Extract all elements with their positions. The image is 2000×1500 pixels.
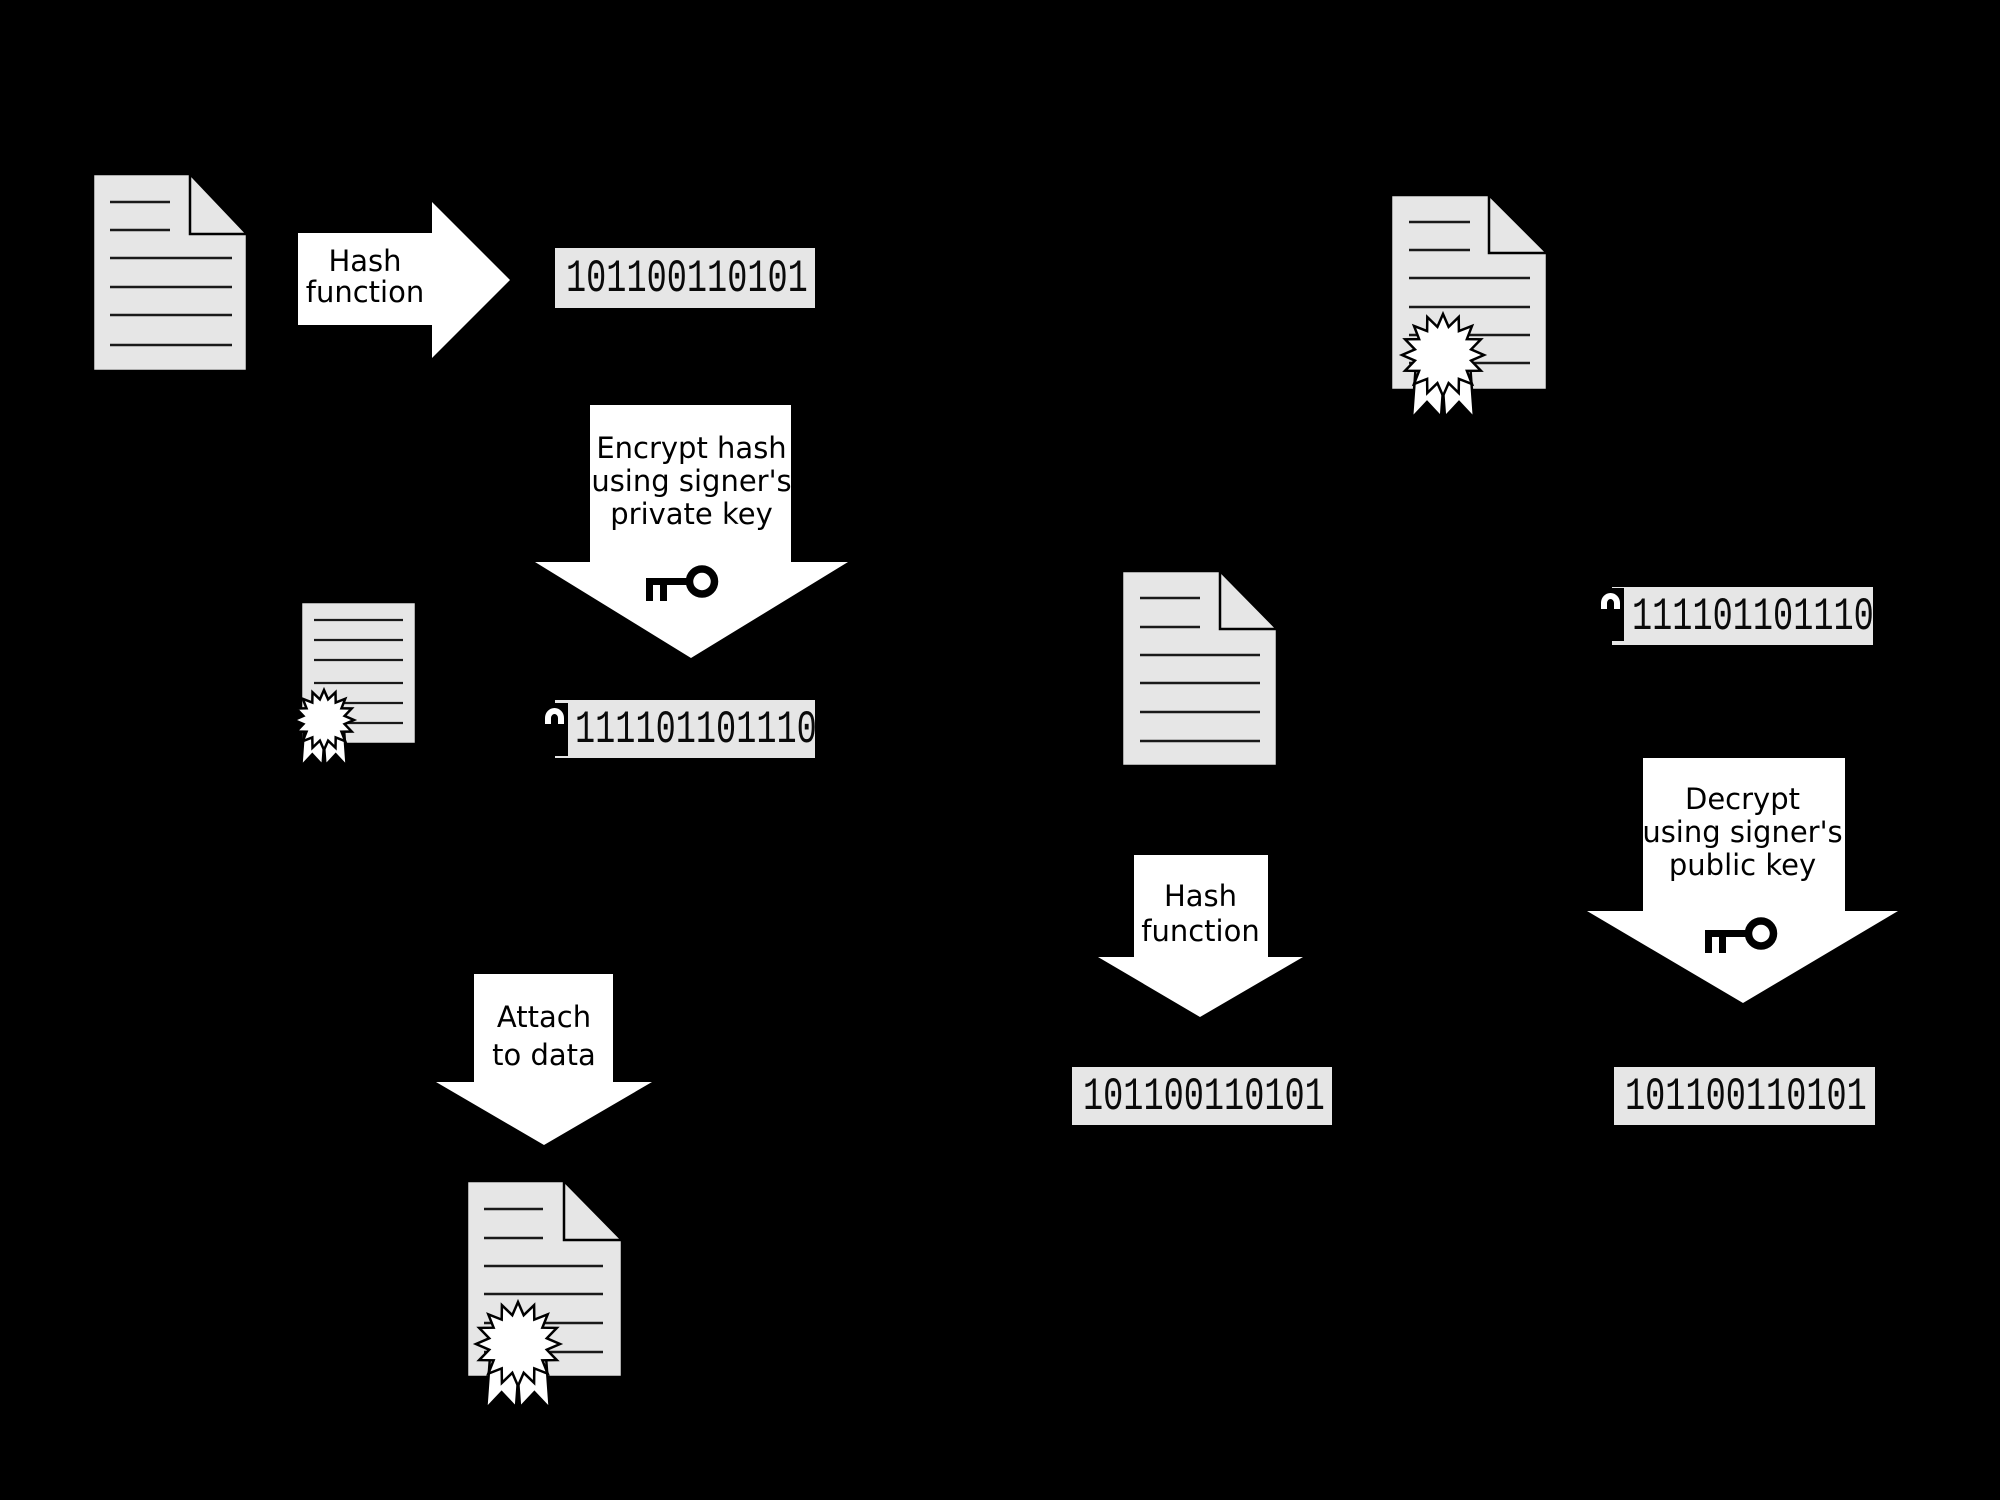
signature-value-box-verification: 111101101110 xyxy=(1610,585,1875,647)
seal-icon xyxy=(472,1298,564,1412)
decrypted-hash-value: 101100110101 xyxy=(1625,1071,1867,1123)
hash-arrow-label: Hash function xyxy=(305,244,425,309)
encrypt-arrow-label: Encrypt hash using signer's private key xyxy=(591,431,792,531)
data-document xyxy=(91,170,250,373)
padlock-icon xyxy=(541,700,569,758)
signature-value: 111101101110 xyxy=(1632,591,1874,643)
signature-value-box: 111101101110 xyxy=(553,698,817,760)
signed-data-document xyxy=(465,1177,636,1415)
down-arrow-icon xyxy=(436,974,652,1145)
signature-value: 111101101110 xyxy=(575,704,817,756)
key-icon xyxy=(646,565,719,601)
decrypted-hash-box: 101100110101 xyxy=(1612,1065,1877,1127)
computed-hash-value: 101100110101 xyxy=(1083,1071,1325,1123)
right-arrow-icon xyxy=(298,202,510,358)
document-icon xyxy=(91,170,250,373)
down-arrow-icon xyxy=(535,405,848,658)
hash-function-arrow: Hash function xyxy=(298,202,510,358)
certificate-icon xyxy=(290,600,418,770)
data-document-verification xyxy=(1120,567,1280,768)
hash-function-arrow-verification: Hash function xyxy=(1098,855,1303,1017)
decrypt-arrow: Decrypt using signer's public key xyxy=(1587,758,1898,1003)
decrypt-arrow-label: Decrypt using signer's public key xyxy=(1642,782,1843,882)
attach-arrow-label: Attach to data xyxy=(492,1000,596,1072)
seal-icon xyxy=(1398,310,1488,422)
received-signed-document xyxy=(1389,191,1560,429)
key-icon xyxy=(1705,917,1778,953)
hash-value: 101100110101 xyxy=(566,253,808,305)
down-arrow-icon xyxy=(1098,855,1303,1017)
document-icon xyxy=(1120,567,1280,768)
attach-arrow: Attach to data xyxy=(436,974,652,1145)
hash-arrow-label: Hash function xyxy=(1141,879,1260,948)
down-arrow-icon xyxy=(1587,758,1898,1003)
encrypt-arrow: Encrypt hash using signer's private key xyxy=(535,405,848,658)
certificate xyxy=(290,600,427,781)
seal-icon xyxy=(290,686,358,770)
signed-document-icon xyxy=(1389,191,1551,422)
padlock-icon xyxy=(1597,585,1625,643)
computed-hash-box: 101100110101 xyxy=(1070,1065,1334,1127)
hash-value-box: 101100110101 xyxy=(553,246,817,310)
signed-document-icon xyxy=(465,1177,625,1412)
